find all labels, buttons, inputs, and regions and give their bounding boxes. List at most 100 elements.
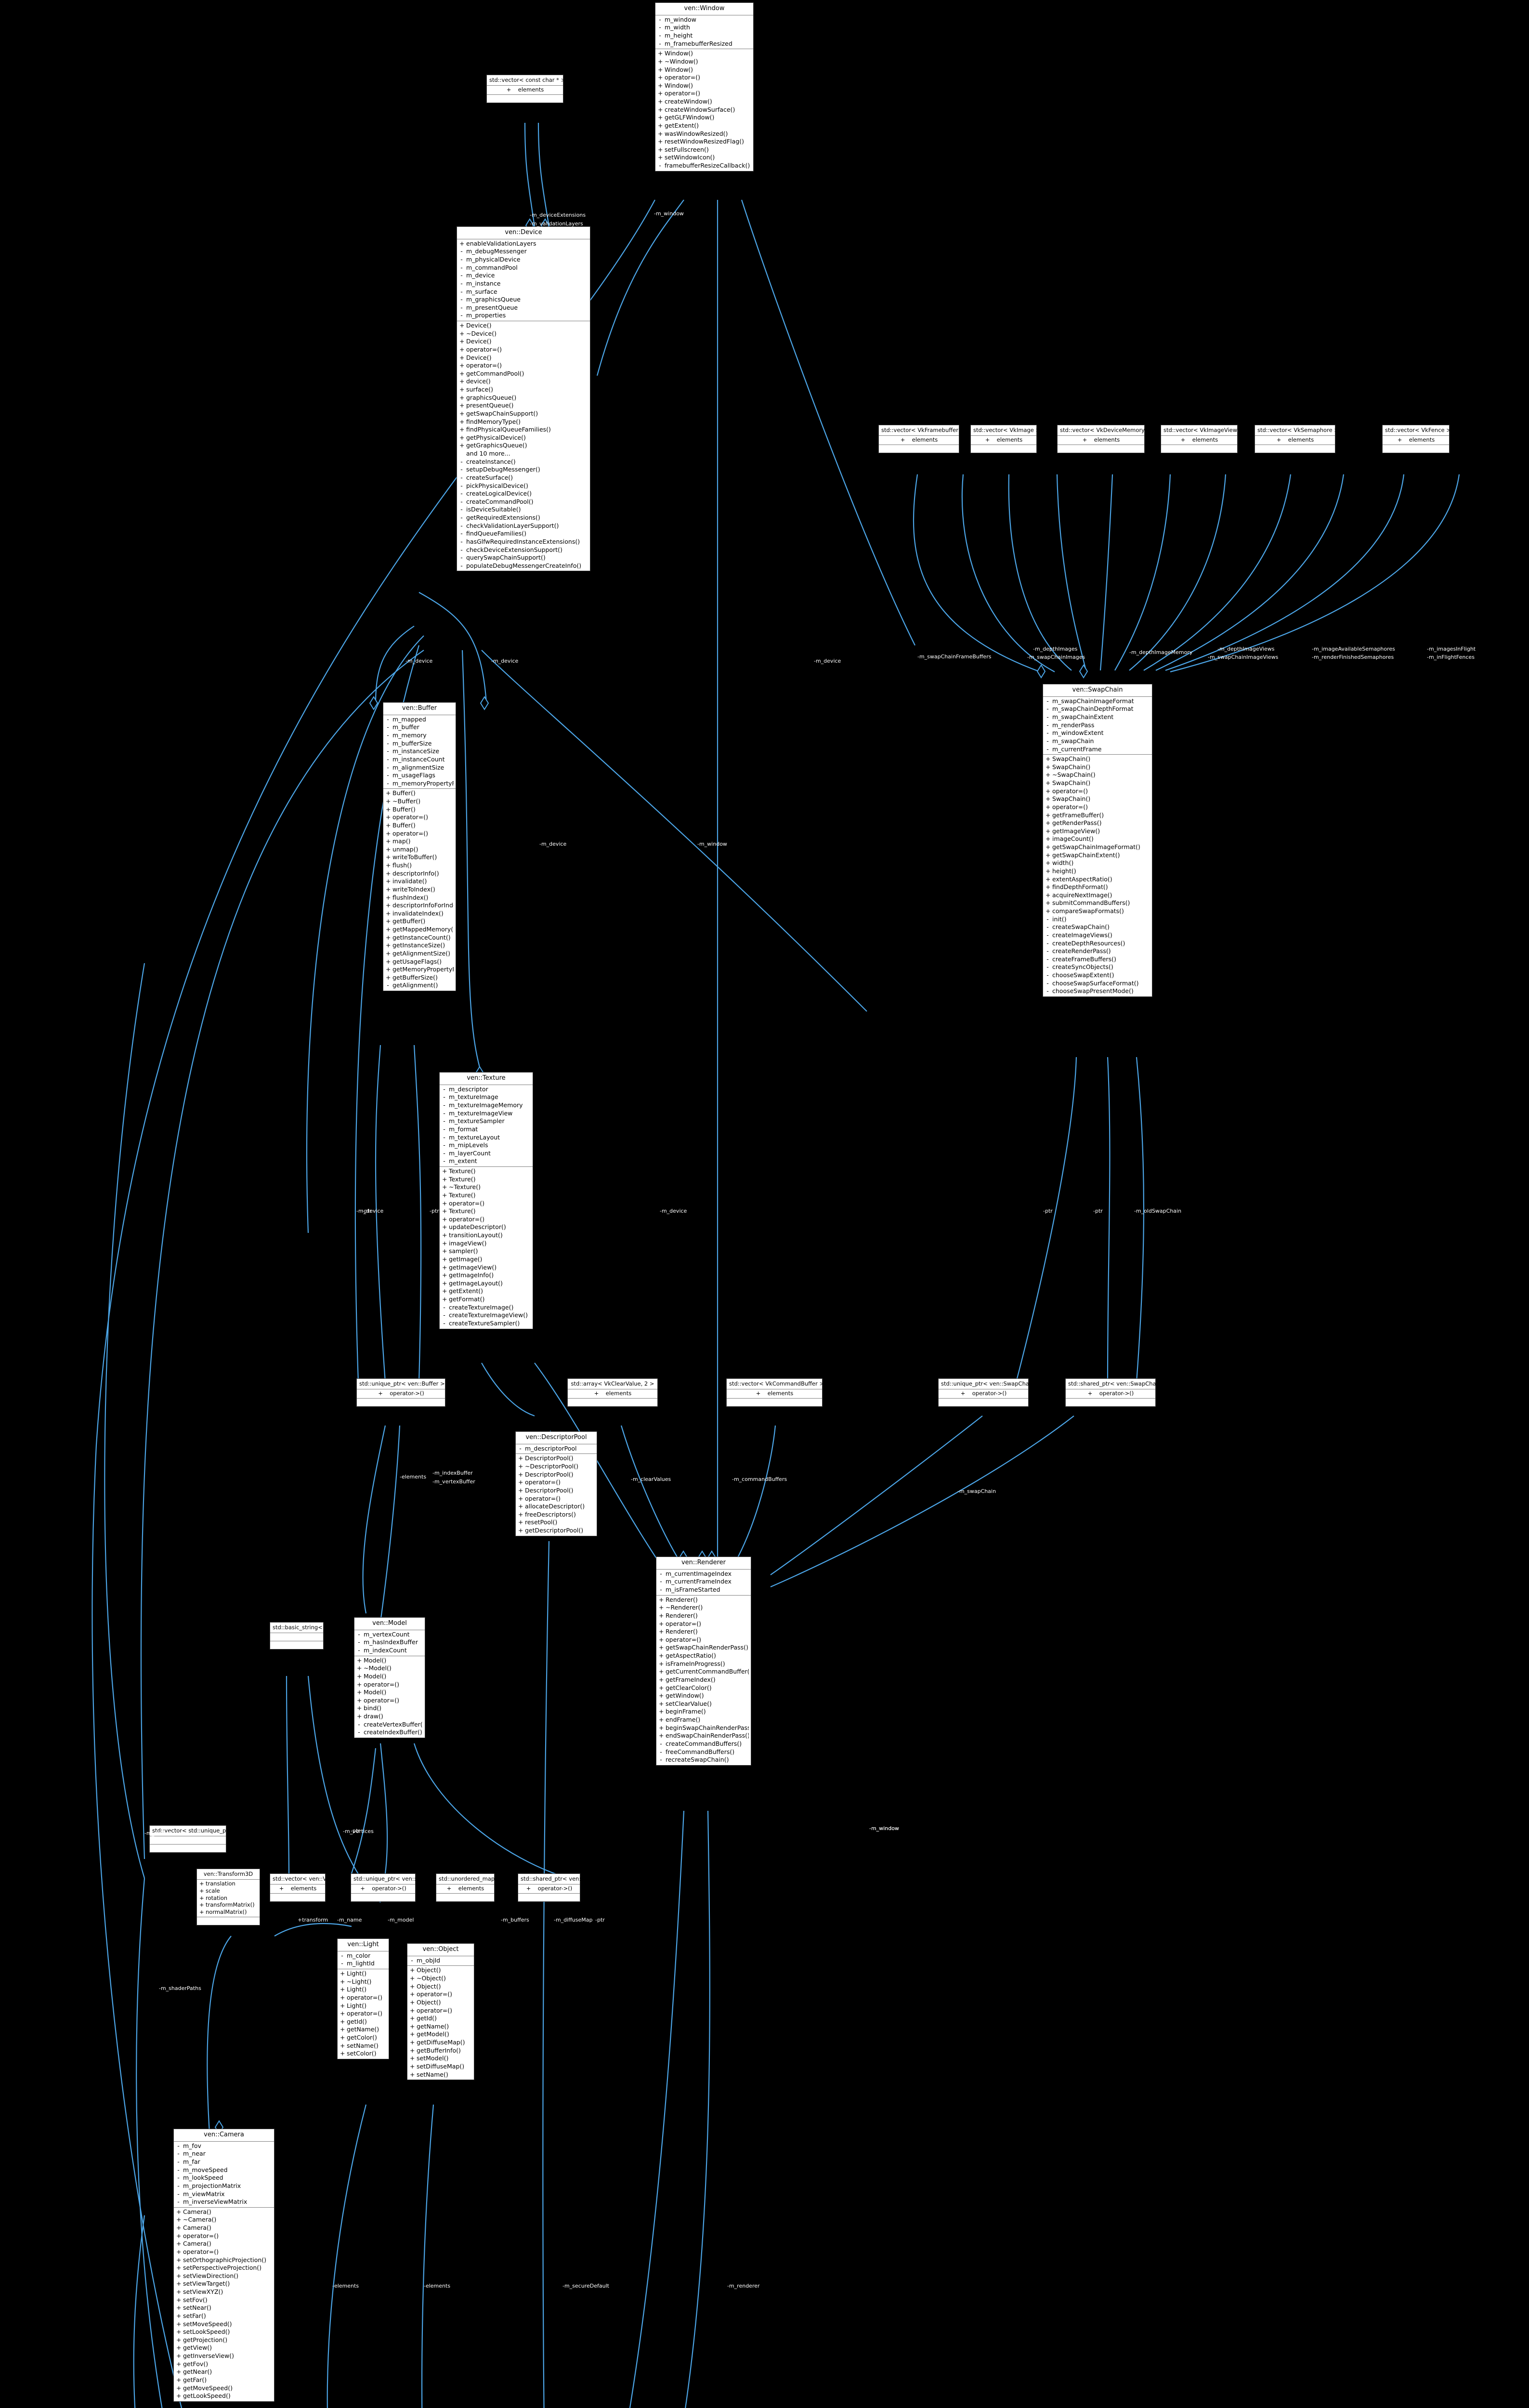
class-box-unordered-map-keys[interactable]: std::unordered_map< Keys > +elements — [436, 1873, 521, 1902]
class-box-array-clearvalue[interactable]: std::array< VkClearValue, 2 > +elements — [567, 1378, 658, 1407]
class-box-buffer[interactable]: ven::Buffer -m_mapped-m_buffer-m_memory-… — [383, 702, 456, 992]
method-row: +getAlignmentSize() — [383, 950, 456, 958]
member-name: operator=() — [1052, 803, 1088, 811]
method-row: +setViewXYZ() — [174, 2288, 274, 2296]
visibility-marker: - — [1046, 947, 1049, 955]
class-box-renderer[interactable]: ven::Renderer -m_currentImageIndex-m_cur… — [656, 1557, 751, 1766]
member-name: Object() — [417, 1998, 441, 2006]
class-box-vector-framebuffer[interactable]: std::vector< VkFramebuffer > +elements — [878, 425, 965, 453]
class-box-basic-string[interactable]: std::basic_string< Char > — [270, 1622, 344, 1649]
member-name: updateDescriptor() — [449, 1223, 506, 1231]
visibility-marker: + — [386, 813, 391, 821]
visibility-marker: + — [386, 789, 391, 797]
class-box-vector-imageview[interactable]: std::vector< VkImageView > +elements — [1161, 425, 1243, 453]
class-box-vector-commandbuffer[interactable]: std::vector< VkCommandBuffer > +elements — [726, 1378, 824, 1407]
class-box-camera[interactable]: ven::Camera -m_fov-m_near-m_far-m_moveSp… — [173, 2129, 274, 2402]
class-box-vector-unique-ptr-buffer[interactable]: std::vector< std::unique_ptr< ven::Buffe… — [149, 1825, 280, 1853]
visibility-marker: - — [659, 32, 661, 39]
class-box-object[interactable]: ven::Object -m_objId +Object()+~Object()… — [407, 1943, 474, 2081]
class-box-texture[interactable]: ven::Texture -m_descriptor-m_textureImag… — [439, 1072, 533, 1329]
method-row: +operator=() — [354, 1681, 425, 1689]
member-name: m_instance — [466, 279, 501, 287]
member-name: beginFrame() — [666, 1708, 706, 1715]
class-box-vector-semaphore[interactable]: std::vector< VkSemaphore > +elements — [1255, 425, 1339, 453]
member-name: getBufferInfo() — [417, 2046, 461, 2054]
visibility-marker: - — [460, 458, 463, 465]
visibility-marker: + — [459, 402, 465, 409]
member-name: checkValidationLayerSupport() — [466, 522, 559, 529]
visibility-marker: + — [442, 1287, 447, 1295]
class-box-vector-devicememory[interactable]: std::vector< VkDeviceMemory > +elements — [1057, 425, 1151, 453]
visibility-marker: - — [660, 1756, 662, 1764]
attributes-section: +elements — [568, 1389, 657, 1399]
edge-label: -ptr — [430, 1208, 439, 1214]
member-name: resetWindowResizedFlag() — [665, 138, 744, 145]
member-name: Buffer() — [392, 789, 416, 797]
attributes-section: -m_currentImageIndex-m_currentFrameIndex… — [656, 1570, 751, 1596]
member-name: m_descriptorPool — [525, 1444, 577, 1452]
method-row: +getView() — [174, 2344, 274, 2352]
attribute-row: -m_indexCount — [354, 1647, 425, 1655]
member-name: getImageView() — [1052, 827, 1100, 835]
method-row: +setFar() — [174, 2312, 274, 2320]
class-title: ven::Device — [457, 227, 590, 239]
class-box-unique-ptr-swapchain[interactable]: std::unique_ptr< ven::SwapChain > +opera… — [938, 1378, 1041, 1407]
member-name: m_memoryPropertyFlags — [392, 779, 454, 787]
member-name: createRenderPass() — [1052, 947, 1111, 955]
methods-section — [487, 95, 563, 103]
class-box-unique-ptr-buffer[interactable]: std::unique_ptr< ven::Buffer > +operator… — [356, 1378, 445, 1407]
edge-label: +transform — [298, 1917, 328, 1923]
method-row: -createRenderPass() — [1043, 947, 1152, 955]
class-box-window[interactable]: ven::Window -m_window-m_width-m_height-m… — [655, 2, 754, 171]
class-box-shared-ptr-texture[interactable]: std::shared_ptr< ven::Texture > +operato… — [518, 1873, 610, 1902]
member-name: getView() — [183, 2344, 212, 2352]
visibility-marker: - — [177, 2158, 180, 2166]
visibility-marker: + — [410, 2070, 415, 2078]
class-box-light[interactable]: ven::Light -m_color-m_lightId +Light()+~… — [337, 1938, 389, 2059]
class-box-vector-fence[interactable]: std::vector< VkFence > +elements — [1382, 425, 1451, 453]
visibility-marker: - — [387, 732, 389, 739]
class-box-swapchain[interactable]: ven::SwapChain -m_swapChainImageFormat-m… — [1043, 684, 1152, 997]
attribute-row: -m_inverseViewMatrix — [174, 2198, 274, 2206]
attribute-row: -m_memory — [383, 732, 456, 740]
visibility-marker: + — [176, 2320, 182, 2328]
member-name: operator=() — [666, 1620, 701, 1627]
member-name: operator=() — [1052, 787, 1088, 795]
member-name: createTextureImageView() — [449, 1311, 528, 1319]
method-row: +SwapChain() — [1043, 755, 1152, 763]
class-box-unique-ptr-model[interactable]: std::unique_ptr< ven::Model > +operator-… — [351, 1873, 439, 1902]
methods-section: +Texture()+Texture()+~Texture()+Texture(… — [440, 1167, 533, 1329]
class-box-vector-vertex[interactable]: std::vector< ven::Vertex > +elements — [270, 1873, 347, 1902]
visibility-marker: + — [176, 2384, 182, 2392]
member-name: m_format — [449, 1125, 478, 1133]
class-box-device[interactable]: ven::Device +enableValidationLayers-m_de… — [457, 226, 590, 572]
class-box-vector-image[interactable]: std::vector< VkImage > +elements — [970, 425, 1040, 453]
class-title: ven::Texture — [440, 1073, 533, 1085]
member-name: createIndexBuffer() — [364, 1728, 422, 1736]
visibility-marker: + — [442, 1175, 447, 1183]
class-box-vector-const-char[interactable]: std::vector< const char * > +elements — [486, 75, 565, 103]
visibility-marker: + — [1045, 899, 1051, 907]
class-box-descriptorpool[interactable]: ven::DescriptorPool -m_descriptorPool +D… — [515, 1431, 597, 1536]
class-box-shared-ptr-swapchain[interactable]: std::shared_ptr< ven::SwapChain > +opera… — [1065, 1378, 1167, 1407]
member-name: pickPhysicalDevice() — [466, 482, 528, 489]
method-row: -checkDeviceExtensionSupport() — [457, 546, 590, 554]
method-row: +descriptorInfo() — [383, 870, 456, 878]
class-box-model[interactable]: ven::Model -m_vertexCount-m_hasIndexBuff… — [354, 1617, 425, 1738]
method-row: +getClearColor() — [656, 1684, 751, 1692]
attributes-section: +elements — [1255, 436, 1335, 445]
method-row: +getModel() — [407, 2030, 474, 2039]
method-row: +~Light() — [338, 1978, 389, 1986]
attributes-section: +elements — [270, 1885, 325, 1894]
visibility-marker: - — [1046, 987, 1049, 995]
method-row: -createInstance() — [457, 458, 590, 466]
member-name: m_projectionMatrix — [183, 2182, 241, 2189]
visibility-marker: + — [340, 2026, 345, 2033]
class-title: std::unique_ptr< ven::SwapChain > — [939, 1379, 1041, 1389]
method-row: +getRenderPass() — [1043, 819, 1152, 827]
visibility-marker: + — [199, 1909, 204, 1916]
visibility-marker: + — [386, 902, 391, 909]
attributes-section: +operator->() — [939, 1389, 1028, 1399]
edge-label: -m_inFlightFences — [1427, 654, 1475, 660]
class-box-transform3d[interactable]: ven::Transform3D +translation+scale+rota… — [196, 1869, 260, 1926]
